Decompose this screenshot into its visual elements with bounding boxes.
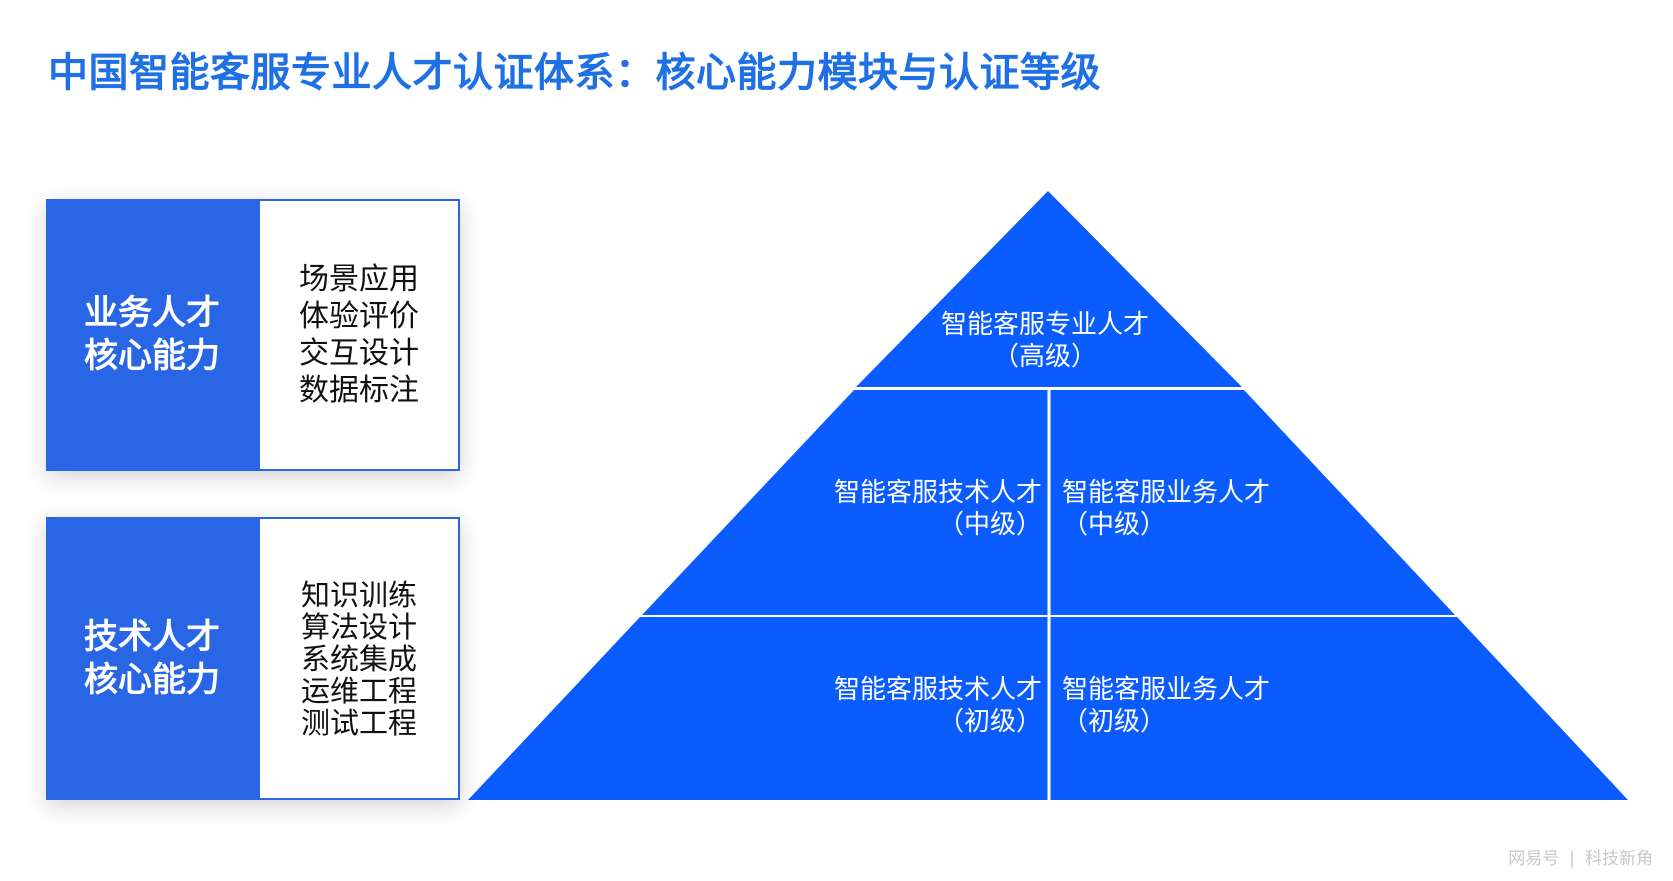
technical-item: 测试工程: [300, 705, 417, 740]
pyramid-label-senior-professional: 智能客服专业人才 （高级）: [940, 310, 1149, 372]
page-title: 中国智能客服专业人才认证体系：核心能力模块与认证等级: [48, 50, 1101, 96]
technical-label-line-1: 技术人才: [84, 616, 220, 657]
pyramid-label-intermediate-business: 智能客服业务人才 （中级）: [1062, 478, 1271, 540]
watermark-brand: 网易号: [1508, 849, 1560, 869]
pyramid-label-junior-technical: 智能客服技术人才 （初级）: [833, 675, 1042, 737]
business-label-line-2: 核心能力: [84, 336, 220, 376]
technical-capability-group: 技术人才 核心能力 知识训练 算法设计 系统集成 运维工程 测试工程: [46, 517, 460, 800]
business-capability-list: 场景应用 体验评价 交互设计 数据标注: [258, 199, 460, 471]
technical-item: 运维工程: [300, 673, 417, 708]
business-label-line-1: 业务人才: [84, 293, 220, 333]
technical-label-line-2: 核心能力: [84, 659, 220, 700]
technical-item: 系统集成: [300, 641, 417, 676]
watermark-account: 科技新角: [1585, 849, 1653, 869]
business-capability-label: 业务人才 核心能力: [46, 199, 258, 471]
technical-capability-label: 技术人才 核心能力: [46, 517, 258, 800]
pyramid-label-intermediate-technical: 智能客服技术人才 （中级）: [833, 478, 1042, 540]
watermark: 网易号 | 科技新角: [1508, 844, 1653, 869]
watermark-separator: |: [1569, 849, 1575, 869]
business-item: 交互设计: [299, 336, 419, 371]
business-capability-group: 业务人才 核心能力 场景应用 体验评价 交互设计 数据标注: [46, 199, 460, 471]
business-item: 数据标注: [299, 373, 419, 408]
pyramid-label-junior-business: 智能客服业务人才 （初级）: [1062, 675, 1271, 737]
technical-capability-list: 知识训练 算法设计 系统集成 运维工程 测试工程: [258, 517, 460, 800]
technical-item: 算法设计: [300, 609, 417, 644]
pyramid-tier-top: [856, 191, 1242, 387]
business-item: 场景应用: [299, 262, 419, 297]
business-item: 体验评价: [299, 299, 419, 334]
technical-item: 知识训练: [300, 577, 417, 612]
